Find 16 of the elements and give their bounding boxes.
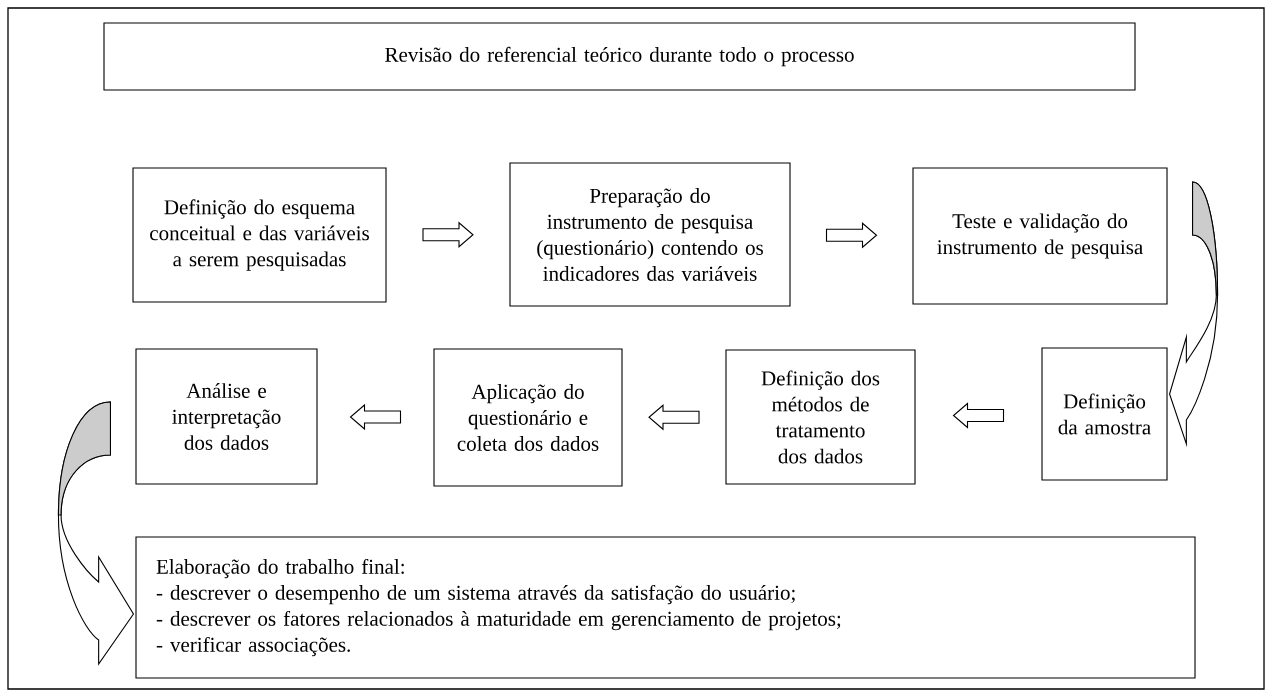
process-box: Teste e validação do instrumento de pesquisa bbox=[912, 167, 1168, 305]
process-box: Definição do esquema conceitual e das variáveis a serem pesquisadas bbox=[132, 167, 387, 303]
process-box: Elaboração do trabalho final: - descrever o desempenho de um sistema através da satisfação do usuário; - descrever os fatores relacionados à maturidade em gerenciamento de projetos; - verificar associações. bbox=[135, 536, 1196, 679]
block-arrow bbox=[825, 222, 878, 249]
block-arrow bbox=[952, 402, 1005, 429]
block-arrow bbox=[648, 404, 700, 431]
process-box: Aplicação do questionário e coleta dos dados bbox=[433, 348, 623, 487]
block-arrow bbox=[349, 403, 402, 431]
process-box: Preparação do instrumento de pesquisa (questionário) contendo os indicadores das variáveis bbox=[509, 162, 791, 307]
process-box: Análise e interpretação dos dados bbox=[135, 348, 318, 485]
process-box: Definição dos métodos de tratamento dos dados bbox=[725, 349, 916, 485]
curved-arrow bbox=[1169, 181, 1219, 445]
process-box: Revisão do referencial teórico durante todo o processo bbox=[103, 22, 1136, 91]
curved-arrow bbox=[57, 401, 134, 665]
process-box: Definição da amostra bbox=[1041, 347, 1168, 481]
block-arrow bbox=[422, 221, 474, 248]
